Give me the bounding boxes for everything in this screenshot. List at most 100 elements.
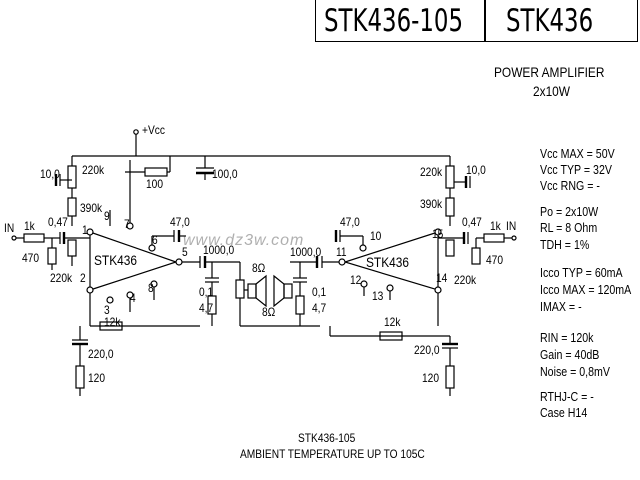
resistor-8ohm-left [235, 279, 245, 299]
footer-part: STK436-105 [298, 431, 356, 445]
footer-note: AMBIENT TEMPERATURE UP TO 105C [240, 447, 425, 461]
label-in-left: IN [4, 221, 15, 235]
label-4-7-left: 4,7 [199, 301, 214, 315]
vcc-terminal [133, 129, 139, 156]
pin-10: 10 [370, 229, 382, 243]
label-120-left: 120 [88, 371, 106, 385]
pin-1: 1 [82, 223, 88, 237]
label-1k-right: 1k [490, 219, 501, 233]
label-12k-right: 12k [384, 315, 401, 329]
label-0-1-right: 0,1 [312, 285, 327, 299]
pin-2: 2 [80, 271, 86, 285]
label-220k-left: 220k [82, 163, 105, 177]
resistor-120-right [445, 365, 455, 389]
resistor-120-left [75, 365, 85, 389]
pin-4: 4 [130, 291, 136, 305]
supply-label: +Vcc [142, 123, 165, 137]
resistor-12k-right [379, 331, 403, 341]
pin-5: 5 [182, 245, 188, 259]
resistor-390k-right [445, 197, 455, 217]
label-8ohm-left: 8Ω [252, 261, 266, 275]
label-390k-right: 390k [420, 197, 443, 211]
title-divider [484, 0, 486, 41]
spec-case: Case H14 [540, 406, 588, 420]
spec-vcc-rng: Vcc RNG = - [540, 179, 600, 193]
resistor-220k-right-top [445, 165, 455, 189]
spec-rthj: RTHJ-C = - [540, 390, 594, 404]
pin-8: 8 [148, 281, 154, 295]
label-1000-0-left: 1000,0 [203, 243, 235, 257]
label-12k-left: 12k [104, 315, 121, 329]
label-390k-left: 390k [80, 201, 103, 215]
speaker-left [244, 274, 267, 308]
label-4-7-right: 4,7 [312, 301, 327, 315]
spec-rin: RIN = 120k [540, 331, 594, 345]
speaker-right [273, 274, 293, 308]
resistor-470-left [47, 247, 57, 265]
spec-po: Po = 2x10W [540, 205, 599, 219]
watermark: www.dz3w.com [183, 232, 305, 249]
label-220-0-right: 220,0 [414, 343, 440, 357]
resistor-220k-right-bottom [445, 239, 455, 257]
pin-15: 15 [432, 227, 444, 241]
label-220k-right: 220k [420, 165, 443, 179]
spec-imax: IMAX = - [540, 300, 582, 314]
supply-capacitor [196, 156, 214, 180]
part-number-title: STK436-105 [324, 3, 464, 39]
description-line1: POWER AMPLIFIER [494, 64, 605, 80]
resistor-220k-left-bottom [67, 239, 77, 257]
title-box: STK436-105 STK436 [315, 0, 638, 42]
spec-noise: Noise = 0,8mV [540, 365, 610, 379]
pin-9: 9 [104, 209, 110, 223]
ic-label-left: STK436 [94, 252, 138, 268]
label-10-0-left: 10,0 [40, 167, 60, 181]
ic-label-right: STK436 [366, 254, 410, 270]
pin-3: 3 [104, 303, 110, 317]
ic-left-triangle [89, 231, 178, 291]
ic-right-triangle [342, 231, 439, 291]
label-220k-right-b: 220k [454, 273, 477, 287]
label-supply-cap: 100,0 [212, 167, 238, 181]
label-8ohm-right: 8Ω [262, 305, 276, 319]
spec-vcc-max: Vcc MAX = 50V [540, 147, 615, 161]
pin-6: 6 [152, 233, 158, 247]
label-220-0-left: 220,0 [88, 347, 114, 361]
label-470-right: 470 [486, 253, 504, 267]
resistor-390k-left [67, 197, 77, 217]
pin-12: 12 [350, 273, 362, 287]
label-1000-0-right: 1000,0 [290, 245, 322, 259]
label-47-0-left: 47,0 [170, 215, 190, 229]
pin-7: 7 [124, 217, 130, 231]
spec-icco-max: Icco MAX = 120mA [540, 283, 632, 297]
spec-tdh: TDH = 1% [540, 238, 590, 252]
resistor-470-right [471, 247, 481, 265]
description-line2: 2x10W [533, 83, 571, 99]
label-in-right: IN [506, 219, 517, 233]
series-title: STK436 [506, 3, 594, 39]
label-470-left: 470 [22, 251, 40, 265]
label-47-0-right: 47,0 [340, 215, 360, 229]
label-220k-left-b: 220k [50, 271, 73, 285]
spec-icco-typ: Icco TYP = 60mA [540, 266, 623, 280]
label-1k-left: 1k [24, 219, 35, 233]
label-100: 100 [146, 177, 164, 191]
spec-rl: RL = 8 Ohm [540, 221, 598, 235]
label-0-47-right: 0,47 [462, 215, 482, 229]
label-10-0-right: 10,0 [466, 163, 486, 177]
label-0-47-left: 0,47 [48, 215, 68, 229]
spec-vcc-typ: Vcc TYP = 32V [540, 163, 612, 177]
pin-13: 13 [372, 289, 384, 303]
label-0-1-left: 0,1 [199, 285, 214, 299]
resistor-4-7-right [295, 295, 305, 315]
pin-14: 14 [436, 271, 448, 285]
spec-gain: Gain = 40dB [540, 348, 600, 362]
resistor-1k-left [23, 233, 45, 243]
resistor-220k-left-top [67, 165, 77, 189]
label-120-right: 120 [422, 371, 440, 385]
pin-11: 11 [336, 245, 347, 259]
resistor-100 [144, 167, 168, 177]
resistor-12k-left [99, 321, 123, 331]
resistor-1k-right [483, 233, 505, 243]
